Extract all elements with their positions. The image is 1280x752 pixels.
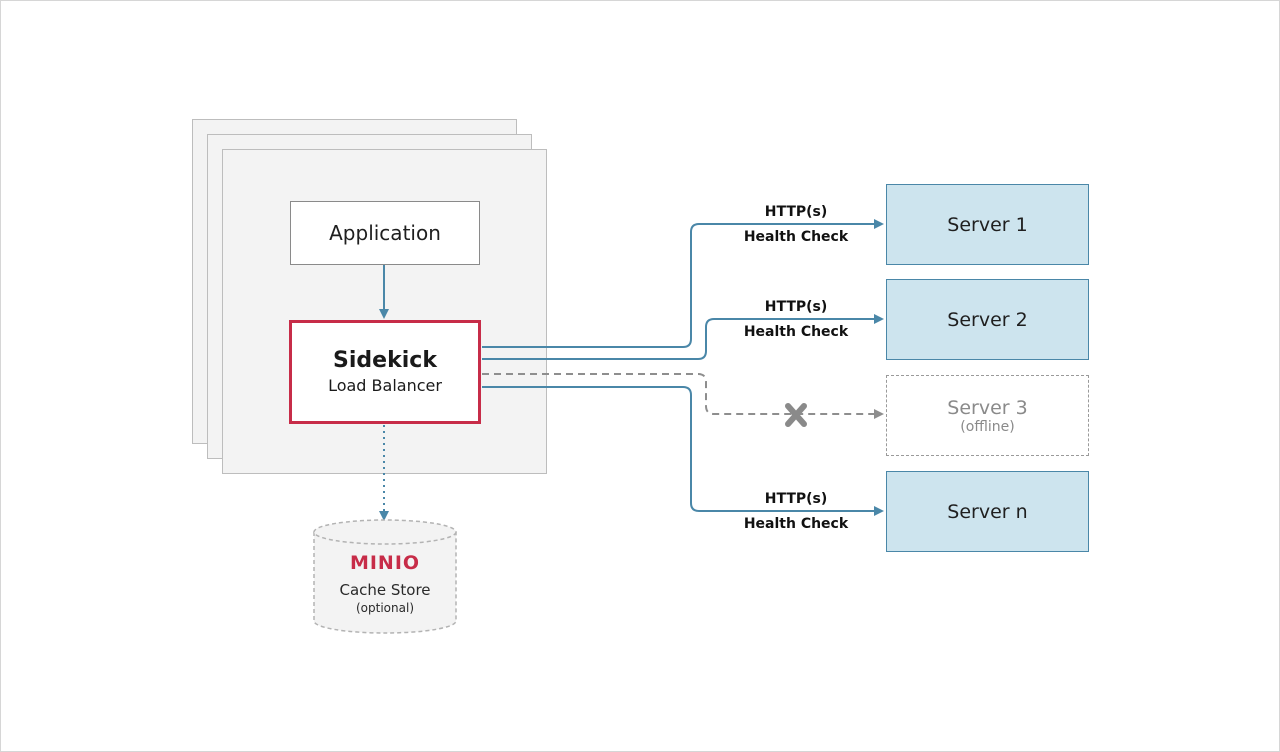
load-balancer-subtitle: Load Balancer: [328, 376, 442, 395]
cache-store-note: (optional): [356, 601, 414, 615]
edge-health-check: Health Check: [743, 516, 849, 532]
application-box: Application: [290, 201, 480, 265]
server-name: Server 1: [947, 213, 1028, 236]
server-1-box: Server 1: [886, 184, 1089, 265]
link-server-n: [482, 386, 884, 516]
cache-store: MINIO Cache Store (optional): [313, 551, 457, 615]
edge-protocol: HTTP(s): [764, 204, 828, 220]
server-name: Server n: [947, 500, 1028, 523]
edge-health-check: Health Check: [743, 324, 849, 340]
server-name: Server 3: [947, 396, 1028, 419]
link-server-2: [482, 314, 884, 360]
server-n-box: Server n: [886, 471, 1089, 552]
edge-label-server-n: HTTP(s) Health Check: [726, 491, 866, 532]
server-2-box: Server 2: [886, 279, 1089, 360]
sidekick-load-balancer-box: Sidekick Load Balancer: [289, 320, 481, 424]
edge-protocol: HTTP(s): [764, 491, 828, 507]
edge-health-check: Health Check: [743, 229, 849, 245]
edge-label-server-2: HTTP(s) Health Check: [726, 299, 866, 340]
link-server-3-offline: [482, 373, 884, 419]
cache-store-label: Cache Store: [339, 581, 431, 599]
link-server-1: [482, 219, 884, 348]
server-status: (offline): [960, 418, 1015, 435]
edge-label-server-1: HTTP(s) Health Check: [726, 204, 866, 245]
sidekick-title: Sidekick: [333, 348, 437, 373]
server-3-box-offline: Server 3 (offline): [886, 375, 1089, 456]
server-name: Server 2: [947, 308, 1028, 331]
x-mark-icon: [785, 403, 807, 427]
minio-logo: MINIO: [349, 552, 421, 574]
edge-protocol: HTTP(s): [764, 299, 828, 315]
application-label: Application: [329, 221, 441, 245]
cache-cylinder-icon: [313, 519, 457, 634]
